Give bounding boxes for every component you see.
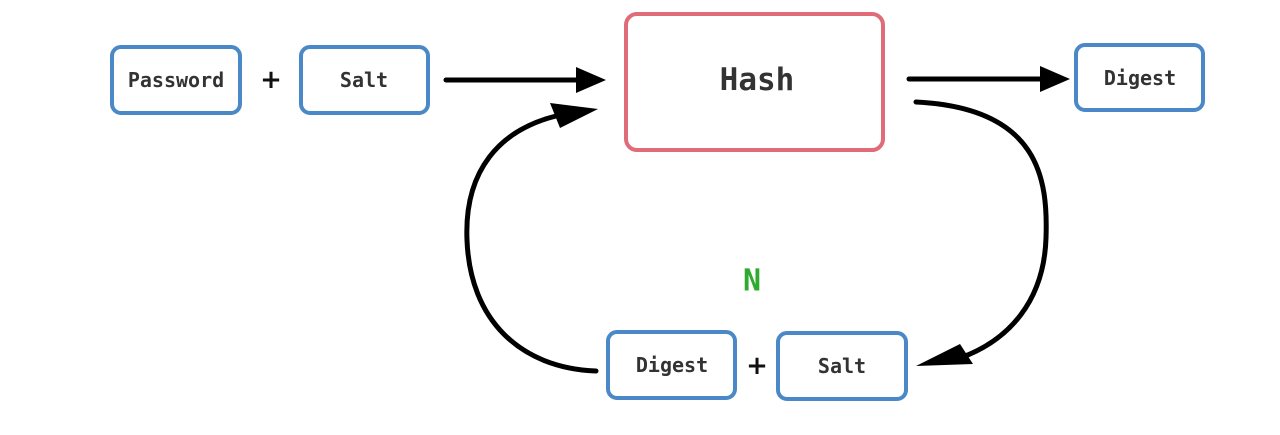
arrow-loop-left [464,103,599,374]
digest-output-node: Digest [1074,43,1205,112]
iteration-count-label: N [743,264,761,299]
digest-loop-node: Digest [606,330,737,400]
salt-node-top: Salt [299,45,430,115]
hash-label: Hash [720,62,795,98]
salt-label-top: Salt [340,68,388,92]
hash-node: Hash [624,12,885,152]
plus-operator-top: + [260,65,282,95]
password-label: Password [128,68,224,92]
arrow-loop-right [913,99,1049,366]
digest-loop-label: Digest [636,353,708,377]
digest-output-label: Digest [1104,66,1176,90]
password-node: Password [110,45,242,115]
plus-operator-bottom: + [746,351,768,381]
arrow-hash-to-digest [906,66,1070,92]
arrow-input-to-hash [443,67,606,93]
salt-loop-label: Salt [818,354,866,378]
salt-loop-node: Salt [776,331,908,401]
